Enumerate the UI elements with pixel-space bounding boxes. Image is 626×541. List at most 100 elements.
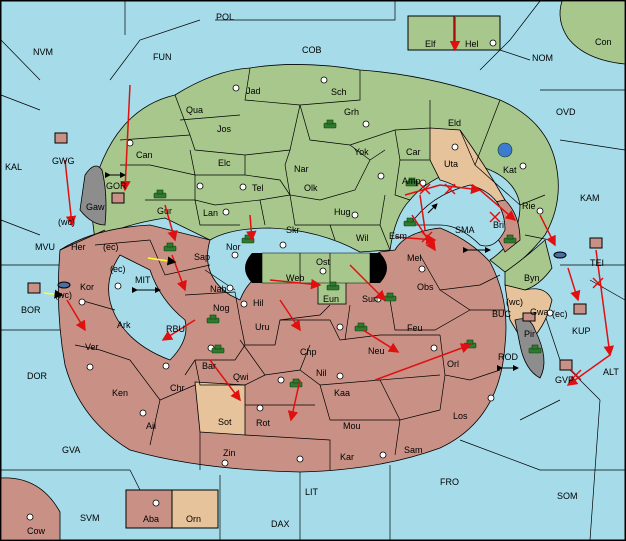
fleet-icon[interactable] (559, 359, 573, 371)
label-Ark: Ark (117, 320, 131, 330)
label-Cow: Cow (27, 526, 46, 536)
region-Byn[interactable] (504, 239, 553, 291)
fleet-icon[interactable] (27, 282, 41, 294)
label-wc1: (wc) (58, 217, 75, 227)
label-Nar: Nar (294, 164, 309, 174)
label-Elf: Elf (425, 39, 436, 49)
label-Nor: Nor (226, 242, 241, 252)
label-Jad: Jad (246, 86, 261, 96)
label-Sap: Sap (194, 252, 210, 262)
army-icon[interactable] (153, 189, 167, 199)
fleet-icon[interactable] (111, 192, 125, 204)
label-Uru: Uru (255, 322, 270, 332)
label-Qua: Qua (186, 105, 203, 115)
sea-lane-arrows (105, 172, 519, 371)
army-icon[interactable] (503, 234, 517, 244)
support-arrows (43, 256, 177, 299)
cancel-marks (419, 183, 604, 381)
label-Grh: Grh (344, 107, 359, 117)
label-FRO: FRO (440, 477, 459, 487)
label-Kor: Kor (80, 282, 94, 292)
label-Obs: Obs (417, 282, 434, 292)
label-KAL: KAL (5, 162, 22, 172)
fleet-icon[interactable] (589, 237, 603, 249)
fleet-icon[interactable] (57, 281, 71, 289)
label-Esm: Esm (389, 231, 407, 241)
label-ec3: (ec) (552, 309, 568, 319)
label-LIT: LIT (305, 487, 319, 497)
label-Sch: Sch (331, 87, 347, 97)
fleet-icon[interactable] (54, 132, 68, 144)
army-icon[interactable] (405, 177, 419, 187)
region-south-body[interactable] (57, 224, 507, 473)
label-Neu: Neu (368, 346, 385, 356)
label-Olk: Olk (304, 183, 318, 193)
centre-cap-west (245, 253, 262, 283)
army-icon[interactable] (323, 119, 337, 129)
fleet-icon[interactable] (522, 312, 536, 322)
label-Uta: Uta (444, 159, 458, 169)
label-Hel: Hel (465, 39, 479, 49)
army-icon-blue[interactable] (497, 142, 513, 158)
label-Gur: Gur (157, 206, 172, 216)
label-Ail: Ail (146, 421, 156, 431)
label-wc3: (wc) (506, 297, 523, 307)
label-DAX: DAX (271, 519, 290, 529)
label-Mel: Mel (407, 253, 422, 263)
label-KAM: KAM (580, 193, 600, 203)
label-Mou: Mou (343, 421, 361, 431)
army-icon[interactable] (206, 314, 220, 324)
label-OVD: OVD (556, 107, 576, 117)
label-ROD: ROD (498, 352, 519, 362)
map-labels: POL COB FUN NVM NOM Con Elf Hel OVD KAL … (5, 12, 619, 536)
label-SOM: SOM (557, 491, 578, 501)
label-Los: Los (453, 411, 468, 421)
region-Orn[interactable] (171, 489, 219, 529)
label-Feu: Feu (407, 323, 423, 333)
army-icon[interactable] (403, 217, 417, 227)
label-Con: Con (595, 37, 612, 47)
label-Amp: Amp (402, 176, 421, 186)
label-Elc: Elc (218, 158, 231, 168)
region-Gaw[interactable] (79, 165, 107, 226)
label-Her: Her (71, 242, 86, 252)
army-icon[interactable] (211, 344, 225, 354)
fleet-icon[interactable] (553, 251, 567, 259)
label-TEI: TEI (590, 258, 604, 268)
province-borders (59, 67, 551, 470)
army-icon[interactable] (326, 281, 340, 291)
label-GOR: GOR (106, 181, 127, 191)
region-Con[interactable] (559, 0, 626, 65)
label-DOR: DOR (27, 371, 48, 381)
centre-cap-east (370, 253, 387, 283)
label-Lan: Lan (203, 208, 218, 218)
label-GWG: GWG (52, 156, 75, 166)
region-Cow[interactable] (0, 477, 61, 541)
label-GVA: GVA (62, 445, 80, 455)
label-Gaw: Gaw (86, 202, 105, 212)
army-icon[interactable] (163, 242, 177, 252)
label-Chr: Chr (170, 383, 185, 393)
label-Ken: Ken (112, 388, 128, 398)
label-Nog: Nog (213, 303, 230, 313)
army-icon[interactable] (528, 344, 542, 354)
label-Eld: Eld (448, 118, 461, 128)
label-Bar: Bar (202, 361, 216, 371)
label-Kat: Kat (503, 165, 517, 175)
fleet-icon[interactable] (573, 303, 587, 315)
label-Can: Can (136, 150, 153, 160)
label-Web: Web (286, 273, 304, 283)
fleet-units (27, 132, 603, 371)
region-Elf[interactable] (407, 15, 455, 51)
label-ALT: ALT (603, 367, 619, 377)
label-Aba: Aba (143, 514, 159, 524)
land-regions (57, 64, 559, 473)
label-Rot: Rot (256, 418, 271, 428)
label-Ver: Ver (85, 342, 99, 352)
region-centre-strip[interactable] (261, 252, 371, 284)
region-Sot[interactable] (194, 381, 246, 436)
label-SVM: SVM (80, 513, 100, 523)
sea-inner-east (409, 184, 506, 247)
label-wc2: (wc) (55, 290, 72, 300)
